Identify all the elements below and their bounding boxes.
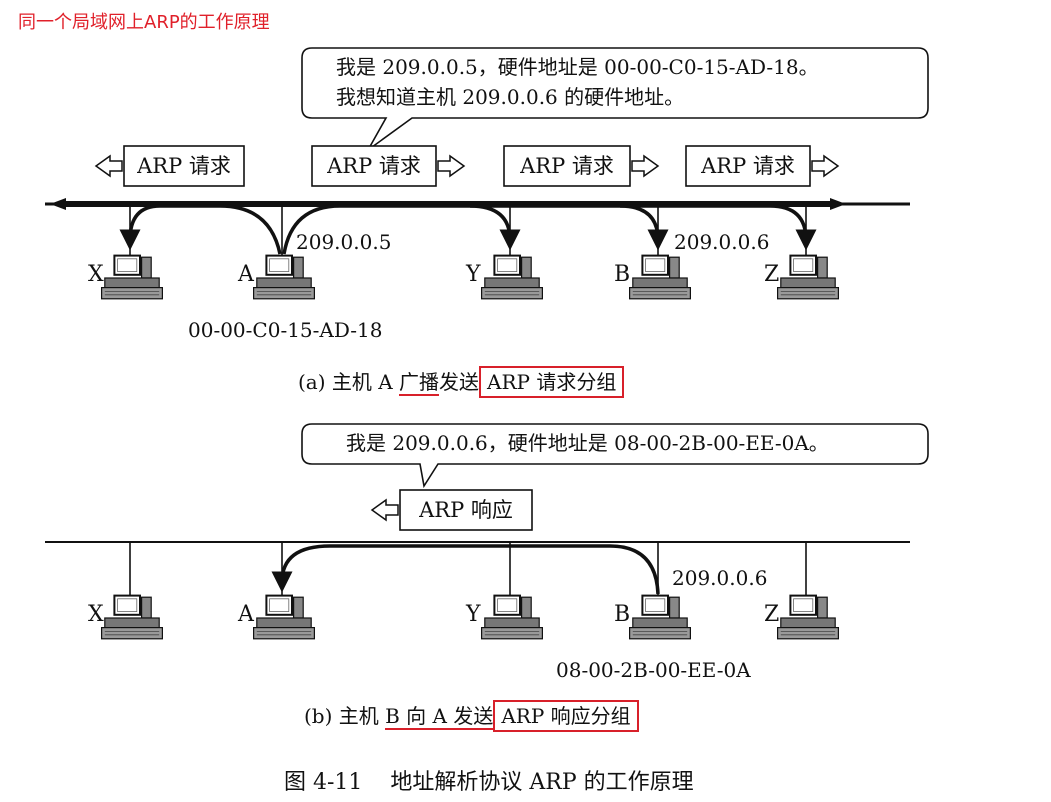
caption-b-boxed: ARP 响应分组 [493, 700, 639, 732]
hollow-arrows-a [94, 154, 840, 178]
reply-arc-b [271, 544, 660, 595]
arp-request-packets [123, 145, 811, 187]
host-a-a [252, 254, 316, 300]
bubble-a-line1: 我是 209.0.0.5，硬件地址是 00-00-C0-15-AD-18。 [336, 55, 819, 79]
host-y-b [480, 594, 544, 640]
ip-b-label-a: 209.0.0.6 [674, 230, 770, 254]
broadcast-arcs-a [119, 204, 817, 255]
host-x-b [100, 594, 164, 640]
caption-a-boxed: ARP 请求分组 [479, 366, 625, 398]
arp-request-label-2: ARP 请求 [327, 154, 421, 178]
host-b-b [628, 594, 692, 640]
host-label-x-b: X [88, 602, 104, 627]
host-z-b [776, 594, 840, 640]
caption-b-underlined: B 向 A 发送 [385, 704, 494, 730]
arp-request-label-4: ARP 请求 [701, 154, 795, 178]
host-x-a [100, 254, 164, 300]
host-label-b-a: B [614, 262, 631, 287]
figure-caption: 图 4-11 地址解析协议 ARP 的工作原理 [284, 770, 694, 795]
arp-request-label-1: ARP 请求 [137, 154, 231, 178]
mac-a-label: 00-00-C0-15-AD-18 [188, 318, 383, 342]
caption-a-prefix: (a) 主机 A [298, 370, 400, 394]
host-label-z-b: Z [764, 602, 780, 627]
host-label-y-a: Y [466, 262, 481, 287]
host-z-a [776, 254, 840, 300]
host-label-a-b: A [238, 602, 254, 627]
mac-b-label: 08-00-2B-00-EE-0A [556, 658, 751, 682]
host-a-b [252, 594, 316, 640]
caption-b-prefix: (b) 主机 [304, 704, 386, 728]
ip-b-label-b: 209.0.0.6 [672, 566, 768, 590]
arp-reply-label: ARP 响应 [419, 498, 513, 522]
page-heading: 同一个局域网上ARP的工作原理 [18, 12, 270, 33]
host-label-z-a: Z [764, 262, 780, 287]
bubble-b [301, 423, 929, 489]
host-label-b-b: B [614, 602, 631, 627]
bubble-b-line1: 我是 209.0.0.6，硬件地址是 08-00-2B-00-EE-0A。 [346, 431, 829, 455]
arp-request-label-3: ARP 请求 [520, 154, 614, 178]
host-label-x-a: X [88, 262, 104, 287]
ip-a-label: 209.0.0.5 [296, 230, 392, 254]
arp-reply-packet [399, 489, 533, 531]
host-b-a [628, 254, 692, 300]
host-label-y-b: Y [466, 602, 481, 627]
hollow-arrow-b [370, 498, 399, 522]
bubble-a [301, 47, 929, 151]
caption-a-underlined: 广播 [399, 370, 440, 396]
host-y-a [480, 254, 544, 300]
caption-a-mid: 发送 [439, 370, 480, 394]
host-label-a-a: A [238, 262, 254, 287]
bubble-a-line2: 我想知道主机 209.0.0.6 的硬件地址。 [336, 85, 685, 109]
